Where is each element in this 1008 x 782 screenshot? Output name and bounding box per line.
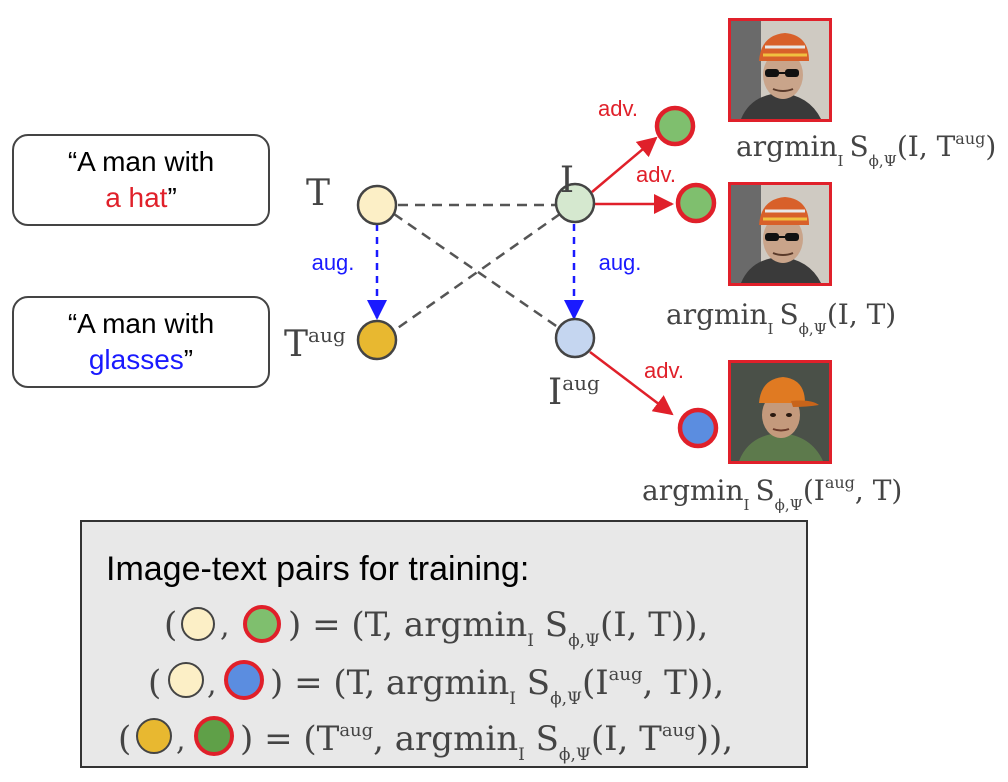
training-row-1: ) = (T, argminI Sϕ,Ψ(I, T)), (288, 605, 708, 651)
label-taug: Taug (284, 323, 346, 365)
label-adv-top: adv. (598, 96, 638, 121)
label-t: T (306, 173, 330, 214)
caption-highlight-hat: a hat (105, 182, 168, 213)
node-adv-mid (675, 182, 717, 224)
node-iaug (554, 317, 596, 359)
row-3-circle-adv (194, 716, 234, 756)
edge-t-iaug (393, 212, 563, 332)
adv-arrow-bottom (589, 351, 674, 416)
photo-man-hat (728, 360, 832, 464)
training-row-1-comma: , (220, 609, 230, 644)
caption-line-1: “A man with (67, 308, 215, 339)
training-row-2: ) = (T, argminI Sϕ,Ψ(Iaug, T)), (270, 663, 724, 709)
node-i (554, 182, 596, 224)
node-adv-bottom (677, 407, 719, 449)
label-iaug: Iaug (548, 371, 600, 413)
node-adv-top (654, 105, 696, 147)
node-taug (356, 319, 398, 361)
man-hat-glasses-image (731, 185, 829, 283)
row-3-circle-taug (136, 718, 172, 754)
label-i: I (560, 160, 574, 201)
label-aug-left: aug. (312, 250, 355, 275)
training-row-3-open-paren: ( (118, 719, 131, 759)
caption-line-1: “A man with (67, 146, 215, 177)
training-row-1-open-paren: ( (164, 605, 177, 645)
row-1-circle-adv (243, 605, 281, 643)
caption-highlight-glasses: glasses (88, 344, 184, 375)
label-adv-mid: adv. (636, 162, 676, 187)
training-title: Image-text pairs for training: (106, 550, 529, 588)
edge-i-taug (391, 212, 561, 334)
caption-line-2: a hat” (105, 182, 177, 213)
label-adv-bottom: adv. (644, 358, 684, 383)
training-row-3: ) = (Taug, argminI Sϕ,Ψ(I, Taug)), (240, 719, 733, 765)
photo-man-hat-glasses-2 (728, 182, 832, 286)
photo-man-hat-glasses-1 (728, 18, 832, 122)
man-hat-glasses-image (731, 21, 829, 119)
caption-box-t: “A man with a hat” (12, 134, 270, 226)
man-hat-image (731, 363, 829, 461)
row-1-circle-t (181, 607, 215, 641)
caption-line-2: glasses” (88, 344, 194, 375)
training-row-2-open-paren: ( (148, 663, 161, 703)
label-aug-right: aug. (599, 250, 642, 275)
training-row-3-comma: , (176, 723, 186, 758)
adv-arrow-top (591, 136, 658, 193)
row-2-circle-t (168, 662, 204, 698)
training-row-2-comma: , (207, 667, 217, 702)
caption-box-taug: “A man with glasses” (12, 296, 270, 388)
node-t (356, 184, 398, 226)
row-2-circle-adv (224, 660, 264, 700)
